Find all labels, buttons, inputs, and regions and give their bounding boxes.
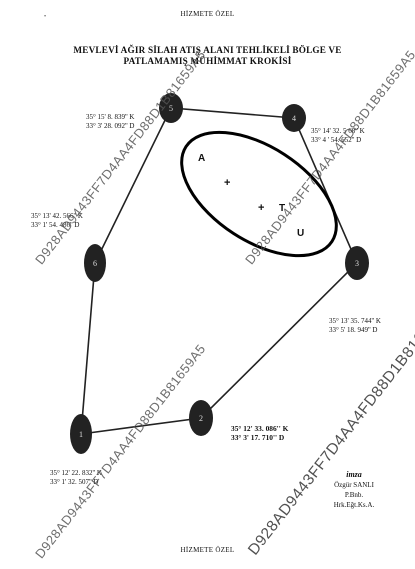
coord-point-2: 35° 12' 33. 086'' K 33° 3' 17. 710'' D — [231, 424, 288, 442]
vertex-1-label: 1 — [79, 430, 83, 439]
coord-point-5-lon: 33° 3' 28. 092'' D — [86, 122, 135, 130]
header-classification: HİZMETE ÖZEL — [180, 10, 235, 18]
zone-label-t: T — [279, 203, 285, 214]
zone-label-u: U — [297, 228, 304, 239]
coord-point-6-lat: 35° 13' 42. 566'' K — [31, 212, 83, 220]
signer-name: Özgür SANLI — [334, 481, 374, 489]
vertex-5-label: 5 — [169, 104, 173, 113]
coord-point-3-lat: 35° 13' 35. 744'' K — [329, 317, 381, 325]
signature-block: imza Özgür SANLI P.Bnb. Hrk.Eğt.Ks.A. — [318, 470, 390, 510]
coord-point-1-lat: 35° 12' 22. 832'' K — [50, 469, 102, 477]
coord-point-6-lon: 33° 1' 54. 486'' D — [31, 221, 80, 229]
signature-mark: imza — [346, 470, 362, 479]
signer-rank: P.Bnb. — [344, 491, 364, 499]
coord-point-4: 35° 14' 32. 5 68'' K 33° 4 ' 54. 652'' D — [311, 127, 365, 145]
vertex-6: 6 — [84, 244, 106, 282]
vertex-2-label: 2 — [199, 414, 203, 423]
zone-label-a: A — [198, 153, 205, 164]
vertex-3: 3 — [345, 246, 369, 280]
coord-point-3-lon: 33° 5' 18. 949'' D — [329, 326, 378, 334]
danger-zone-ellipse — [180, 130, 338, 258]
speck: • — [44, 14, 47, 20]
coord-point-3: 35° 13' 35. 744'' K 33° 5' 18. 949'' D — [329, 317, 381, 335]
coord-point-2-lon: 33° 3' 17. 710'' D — [231, 433, 285, 442]
vertex-6-label: 6 — [93, 259, 97, 268]
title-line-2: PATLAMAMIŞ MÜHİMMAT KROKİSİ — [123, 56, 292, 66]
target-cross-2: + — [258, 202, 264, 214]
target-cross-1: + — [224, 177, 230, 189]
coord-point-2-lat: 35° 12' 33. 086'' K — [231, 424, 289, 433]
vertex-1: 1 — [70, 414, 92, 454]
coord-point-4-lon: 33° 4 ' 54. 652'' D — [311, 136, 362, 144]
vertex-5: 5 — [159, 93, 183, 123]
vertex-2: 2 — [189, 400, 213, 436]
signer-unit: Hrk.Eğt.Ks.A. — [333, 501, 375, 509]
title-line-1: MEVLEVİ AĞIR SİLAH ATIŞ ALANI TEHLİKELİ … — [73, 45, 342, 55]
vertex-3-label: 3 — [355, 259, 359, 268]
coord-point-1: 35° 12' 22. 832'' K 33° 1' 32. 507'' D — [50, 469, 102, 487]
coord-point-1-lon: 33° 1' 32. 507'' D — [50, 478, 99, 486]
vertex-4: 4 — [282, 104, 306, 132]
coord-point-6: 35° 13' 42. 566'' K 33° 1' 54. 486'' D — [31, 212, 83, 230]
coord-point-5: 35° 15' 8. 839'' K 33° 3' 28. 092'' D — [86, 113, 134, 131]
vertex-4-label: 4 — [292, 114, 296, 123]
coord-point-5-lat: 35° 15' 8. 839'' K — [86, 113, 135, 121]
coord-point-4-lat: 35° 14' 32. 5 68'' K — [311, 127, 365, 135]
document-title: MEVLEVİ AĞIR SİLAH ATIŞ ALANI TEHLİKELİ … — [40, 45, 375, 67]
footer-classification: HİZMETE ÖZEL — [180, 546, 235, 554]
